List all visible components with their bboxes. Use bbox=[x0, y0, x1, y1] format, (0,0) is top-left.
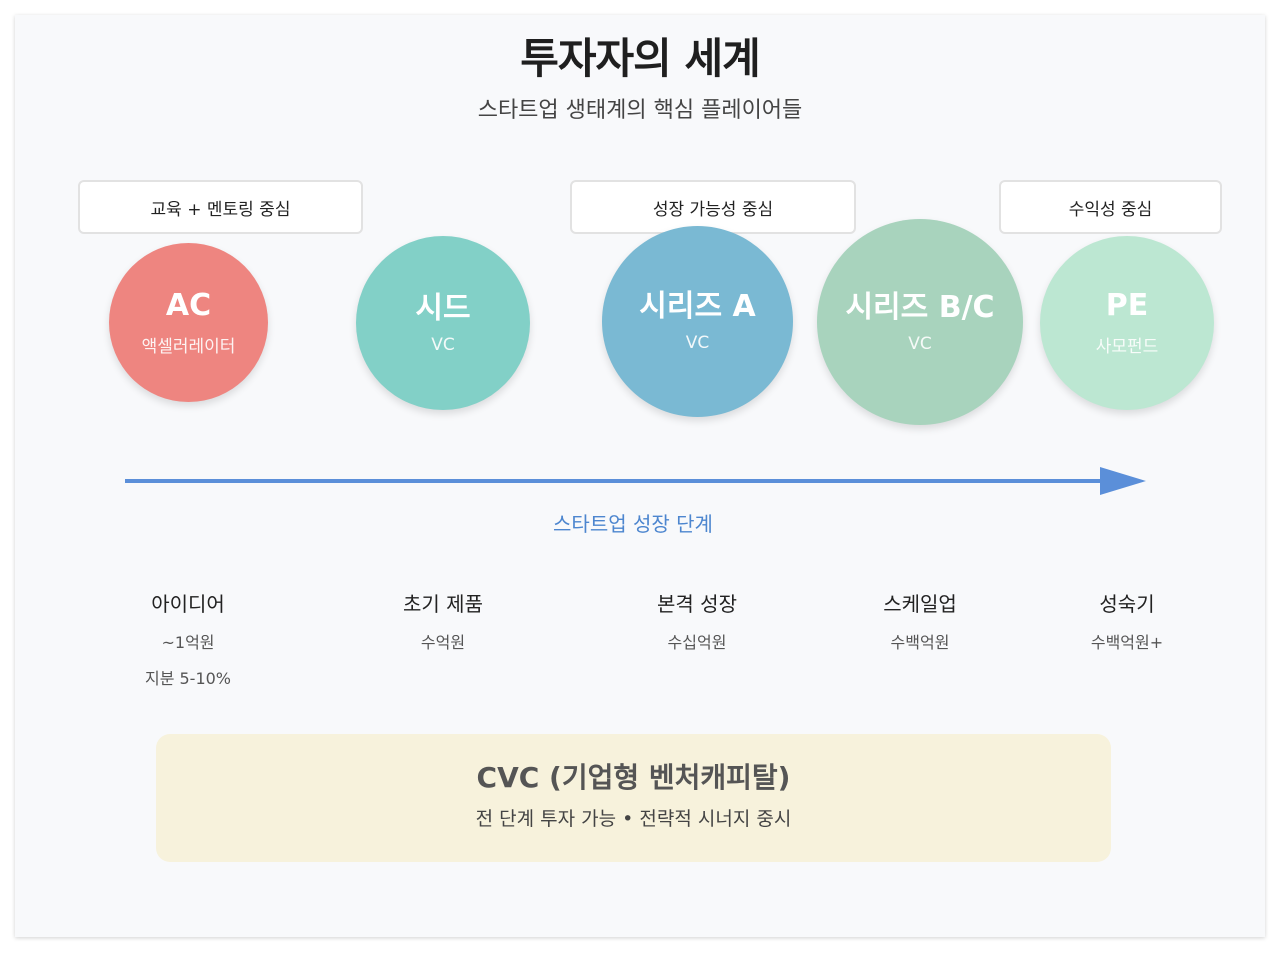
stage-idea: 아이디어 ~1억원 지분 5-10% bbox=[88, 588, 288, 689]
investor-type: VC bbox=[685, 333, 710, 353]
stage-name: 스케일업 bbox=[883, 592, 957, 616]
investor-name: 시리즈 A bbox=[639, 289, 756, 324]
stage-amount: 수억원 bbox=[420, 633, 466, 652]
investor-name: 시드 bbox=[415, 290, 471, 326]
investor-type: 사모펀드 bbox=[1095, 337, 1159, 357]
stage-maturity: 성숙기 수백억원+ bbox=[1027, 588, 1227, 653]
stage-name: 성숙기 bbox=[1099, 592, 1155, 616]
investor-circle-pe: PE 사모펀드 bbox=[1040, 236, 1214, 410]
stage-amount: ~1억원 bbox=[161, 633, 215, 652]
page-title: 투자자의 세계 bbox=[520, 34, 760, 83]
investor-circle-ac: AC 액셀러레이터 bbox=[109, 243, 268, 402]
stage-name: 아이디어 bbox=[151, 592, 225, 616]
stage-scale-up: 스케일업 수백억원 bbox=[820, 588, 1020, 653]
tag-education-mentoring: 교육 + 멘토링 중심 bbox=[78, 180, 363, 234]
investor-type: 액셀러레이터 bbox=[141, 336, 236, 357]
stage-name: 본격 성장 bbox=[657, 592, 737, 616]
growth-axis-label: 스타트업 성장 단계 bbox=[553, 512, 713, 536]
investor-type: VC bbox=[908, 333, 932, 354]
investor-type: VC bbox=[431, 334, 455, 355]
stage-equity: 지분 5-10% bbox=[144, 669, 232, 688]
stage-amount: 수십억원 bbox=[667, 633, 727, 652]
investor-circle-seed: 시드 VC bbox=[356, 236, 530, 410]
tag-growth-potential: 성장 가능성 중심 bbox=[570, 180, 856, 234]
investor-name: PE bbox=[1105, 288, 1149, 323]
stage-early-product: 초기 제품 수억원 bbox=[343, 588, 543, 653]
stage-name: 초기 제품 bbox=[403, 592, 483, 616]
stage-amount: 수백억원 bbox=[890, 633, 950, 652]
arrow-head bbox=[1100, 467, 1146, 495]
cvc-title: CVC (기업형 벤처캐피탈) bbox=[476, 761, 791, 794]
page-subtitle: 스타트업 생태계의 핵심 플레이어들 bbox=[477, 98, 803, 123]
cvc-box: CVC (기업형 벤처캐피탈) 전 단계 투자 가능 • 전략적 시너지 중시 bbox=[156, 734, 1111, 862]
investor-circle-series-bc: 시리즈 B/C VC bbox=[817, 219, 1023, 425]
investor-name: AC bbox=[165, 287, 212, 323]
investor-circle-series-a: 시리즈 A VC bbox=[602, 226, 793, 417]
investor-name: 시리즈 B/C bbox=[845, 289, 995, 325]
cvc-description: 전 단계 투자 가능 • 전략적 시너지 중시 bbox=[475, 808, 792, 830]
tag-profitability: 수익성 중심 bbox=[999, 180, 1222, 234]
stage-full-growth: 본격 성장 수십억원 bbox=[597, 588, 797, 653]
stage-amount: 수백억원+ bbox=[1090, 633, 1164, 652]
